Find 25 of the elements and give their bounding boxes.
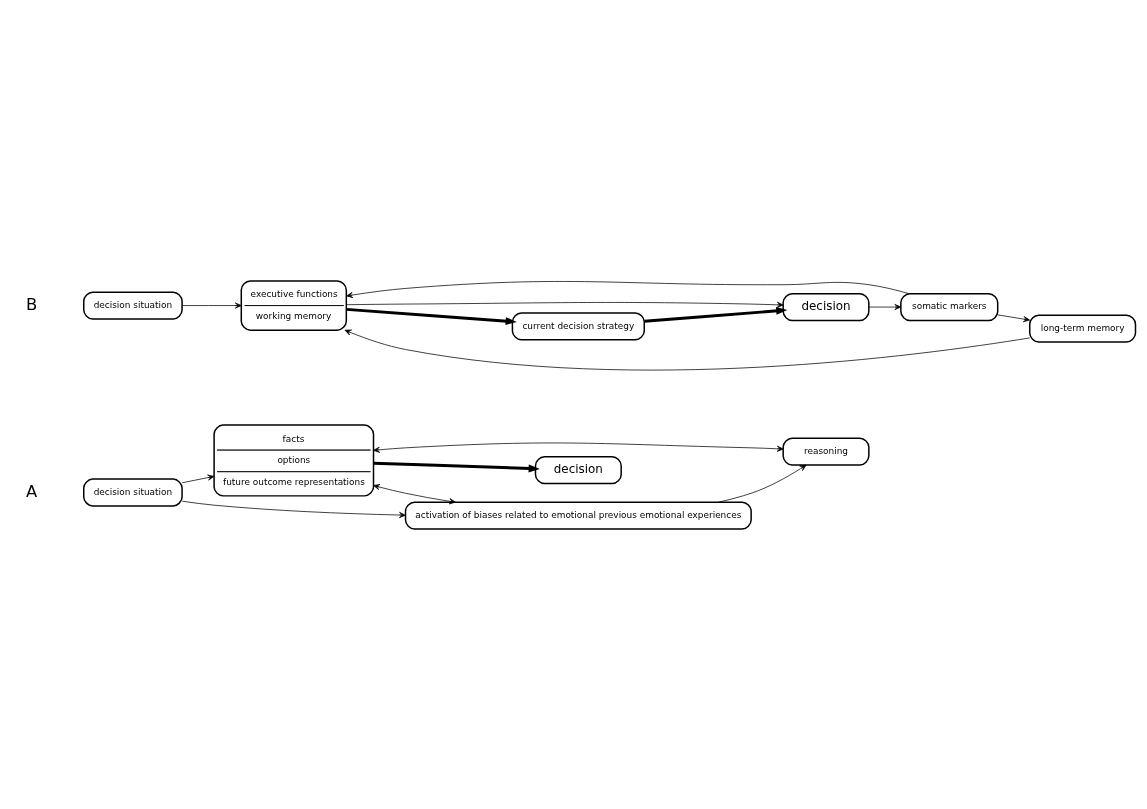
arrow	[718, 464, 807, 503]
node-box: decision	[782, 292, 870, 321]
node-box: long-term memory	[1029, 314, 1137, 343]
arrow	[373, 483, 456, 504]
arrow	[344, 329, 1031, 370]
label: B	[25, 294, 38, 314]
arrow	[868, 303, 902, 310]
node-box: somatic markers	[900, 292, 999, 321]
arrow	[373, 461, 540, 472]
node-box: reasoning	[782, 436, 870, 466]
label: A	[26, 481, 38, 501]
node-box: decision situation	[83, 290, 183, 320]
node-box: decision	[534, 455, 622, 484]
arrow	[346, 280, 910, 298]
arrow	[181, 302, 242, 309]
arrow	[181, 474, 215, 483]
arrow	[181, 500, 406, 518]
node-box: decision situation	[83, 477, 183, 507]
arrow	[997, 314, 1030, 322]
node-box: activation of biases related to emotional previous emotional experiences	[404, 500, 752, 530]
arrow	[373, 442, 784, 453]
arrow	[346, 301, 784, 308]
arrow	[644, 306, 788, 323]
node-box: current decision strategy	[511, 311, 645, 341]
arrow	[346, 307, 517, 325]
